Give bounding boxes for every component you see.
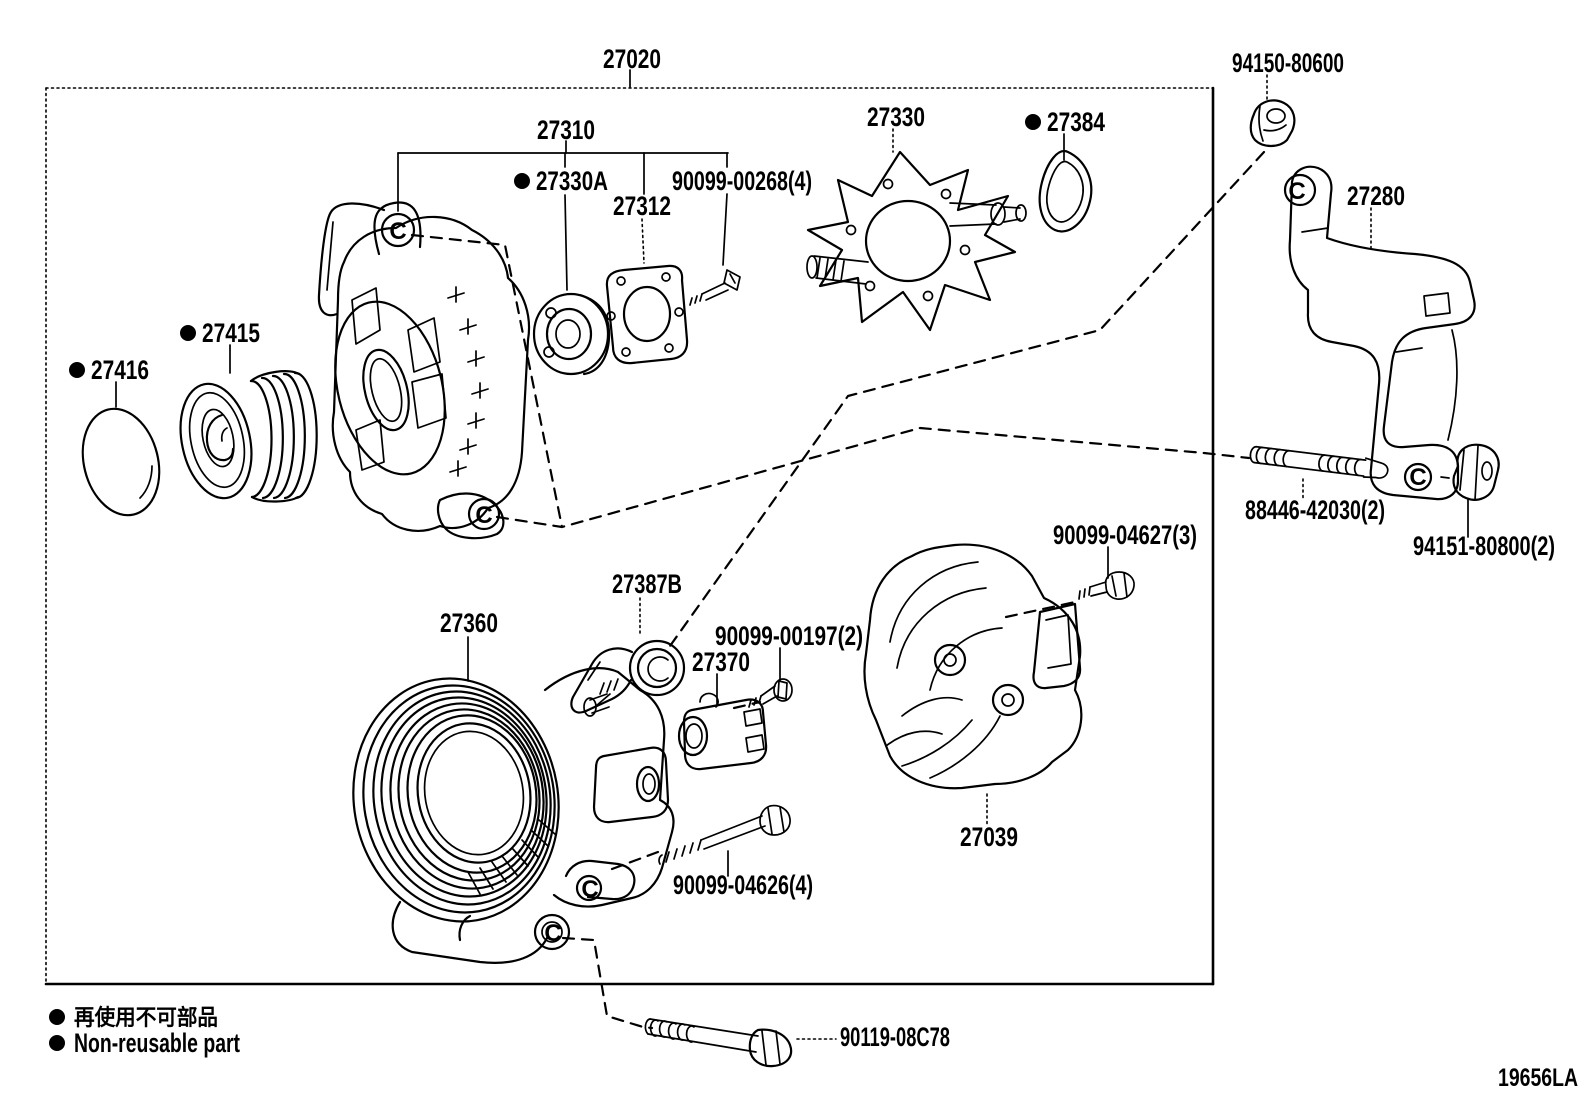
part-label-27384[interactable]: 27384 [1047, 107, 1105, 137]
c-marker-bracket-bottom: C [1409, 464, 1426, 491]
legend-bullet-jp [49, 1009, 65, 1025]
part-drawing-alternator-assy-27360[interactable] [334, 662, 675, 964]
leader-lines [115, 69, 1469, 1040]
part-label-90099-00197[interactable]: 90099-00197(2) [715, 621, 863, 651]
part-drawing-bearing-27330A[interactable] [532, 292, 611, 376]
drop-27330A-to-bearing [564, 194, 568, 291]
part-label-27039[interactable]: 27039 [960, 822, 1018, 852]
part-label-94150-80600[interactable]: 94150-80600 [1232, 48, 1344, 78]
leader-00268-to-bolt [722, 193, 728, 266]
c-marker-frame-foot: C [544, 920, 561, 947]
part-label-27330[interactable]: 27330 [867, 102, 925, 132]
dashed-line-foot-to-bolt [561, 936, 654, 1030]
non-reusable-bullet-27384 [1025, 114, 1041, 130]
part-drawing-bolt-04626[interactable] [658, 804, 791, 865]
assembly-boundary-box [44, 86, 1215, 986]
assembly-dashed-lines [410, 150, 1266, 1030]
legend-bullet-en [49, 1035, 65, 1051]
part-label-27310[interactable]: 27310 [537, 115, 595, 145]
part-drawing-nut-94151[interactable] [1440, 443, 1500, 501]
c-marker-housing-top: C [389, 218, 406, 245]
part-drawing-stud-88446[interactable] [1249, 444, 1389, 480]
part-drawing-nut-94150[interactable] [1249, 99, 1296, 148]
part-label-27370[interactable]: 27370 [692, 647, 750, 677]
c-marker-frame-ear: C [581, 876, 598, 903]
legend: 再使用不可部品 Non-reusable part [49, 1005, 240, 1058]
leader-27312-to-plate [641, 218, 645, 264]
part-drawing-rotor-27330[interactable] [806, 150, 1027, 332]
part-label-27020[interactable]: 27020 [603, 44, 661, 74]
part-drawing-brush-holder-27387B[interactable] [570, 639, 686, 714]
dashed-line-nut-to-brushholder [668, 150, 1266, 648]
part-label-90099-04626[interactable]: 90099-04626(4) [673, 870, 813, 900]
part-labels: 27020 94150-80600 27310 27330A 90099-002… [69, 44, 1555, 1052]
part-label-27312[interactable]: 27312 [613, 191, 671, 221]
part-label-27416[interactable]: 27416 [91, 355, 149, 385]
part-label-27360[interactable]: 27360 [440, 608, 498, 638]
part-label-27387B[interactable]: 27387B [612, 569, 682, 599]
figure-code: 19656LA [1498, 1064, 1578, 1092]
c-marker-bracket-top: C [1288, 178, 1305, 205]
part-drawing-bolt-00268[interactable] [689, 269, 741, 306]
c-marker-housing-bottom: C [475, 502, 492, 529]
c-position-markers: C C C C C C [389, 178, 1426, 947]
dashed-line-top-ear-chain [410, 233, 564, 529]
part-drawing-bolt-00197[interactable] [748, 678, 793, 708]
part-drawing-retainer-27312[interactable] [605, 264, 689, 365]
part-drawing-rear-cover-27039[interactable] [863, 543, 1083, 790]
part-label-90119-08C78[interactable]: 90119-08C78 [840, 1022, 950, 1052]
part-drawing-regulator-27370[interactable] [677, 692, 768, 771]
part-drawing-gasket-27384[interactable] [1038, 149, 1093, 233]
non-reusable-bullet-27416 [69, 362, 85, 378]
part-label-88446-42030[interactable]: 88446-42030(2) [1245, 495, 1385, 525]
part-drawing-pulley-cap-27416[interactable] [72, 401, 170, 524]
dashed-line-cover-to-bolt04627 [1004, 599, 1082, 619]
part-drawing-bolt-04627[interactable] [1078, 571, 1135, 600]
part-label-27415[interactable]: 27415 [202, 318, 260, 348]
dashed-line-ear-to-bolt04626 [610, 850, 660, 871]
non-reusable-bullet-27330A [514, 173, 530, 189]
part-drawing-bracket-27280[interactable] [1283, 165, 1476, 501]
dashed-line-ears-to-stud [495, 426, 1251, 529]
part-label-94151-80800[interactable]: 94151-80800(2) [1413, 531, 1555, 561]
part-drawing-pulley-27415[interactable] [171, 370, 318, 505]
non-reusable-bullet-27415 [180, 325, 196, 341]
part-label-90099-00268[interactable]: 90099-00268(4) [672, 166, 812, 196]
part-label-27280[interactable]: 27280 [1347, 181, 1405, 211]
legend-text-jp: 再使用不可部品 [74, 1005, 218, 1030]
part-drawing-bolt-90119[interactable] [644, 1018, 793, 1068]
dashed-line-regulator-to-bolt00197 [732, 700, 762, 710]
legend-text-en: Non-reusable part [74, 1028, 240, 1058]
part-label-27330A[interactable]: 27330A [536, 166, 608, 196]
part-drawing-front-housing-27310[interactable] [317, 201, 531, 540]
part-label-90099-04627[interactable]: 90099-04627(3) [1053, 520, 1197, 550]
